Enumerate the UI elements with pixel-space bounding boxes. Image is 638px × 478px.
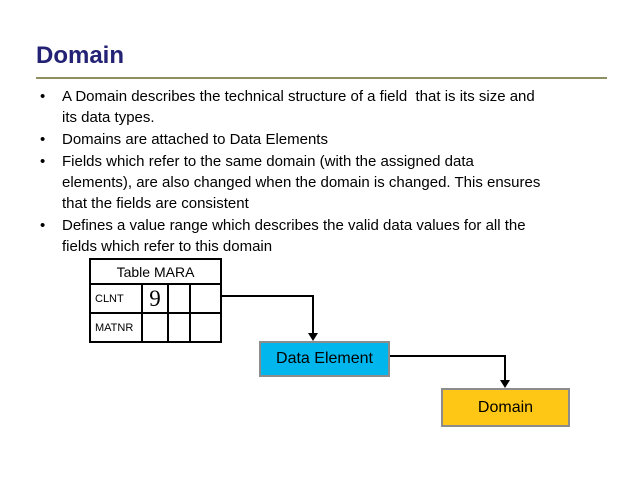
connector-dataelement-to-domain-horizontal <box>390 355 506 357</box>
table-row: MATNR <box>89 312 222 343</box>
table-cell-clnt-length: 9 <box>141 283 169 314</box>
domain-label: Domain <box>477 398 534 416</box>
table-cell-field-clnt: CLNT <box>89 283 143 314</box>
table-cell-empty <box>189 283 222 314</box>
domain-box: Domain <box>441 388 570 427</box>
bullet-item: • Defines a value range which describes … <box>36 215 614 257</box>
bullet-marker-icon: • <box>40 131 46 148</box>
arrowhead-down-icon <box>308 333 318 341</box>
mara-table: Table MARA CLNT 9 MATNR <box>89 258 222 343</box>
table-title: Table MARA <box>89 258 222 285</box>
table-cell-field-matnr: MATNR <box>89 312 143 343</box>
connector-dataelement-to-domain-vertical <box>504 355 506 381</box>
bullet-item: • Domains are attached to Data Elements <box>36 129 614 150</box>
bullet-list: • A Domain describes the technical struc… <box>36 86 614 258</box>
title-underline <box>36 77 607 79</box>
bullet-text: Defines a value range which describes th… <box>62 217 526 255</box>
data-element-label: Data Element <box>276 350 373 367</box>
data-element-box: Data Element <box>259 341 390 377</box>
bullet-text: Domains are attached to Data Elements <box>62 131 328 148</box>
table-header-row: Table MARA <box>89 258 222 285</box>
table-cell-empty <box>189 312 222 343</box>
table-cell-empty <box>141 312 169 343</box>
bullet-text: Fields which refer to the same domain (w… <box>62 153 541 212</box>
bullet-marker-icon: • <box>40 88 46 105</box>
bullet-item: • Fields which refer to the same domain … <box>36 151 614 214</box>
bullet-marker-icon: • <box>40 153 46 170</box>
connector-table-to-dataelement-horizontal <box>220 295 314 297</box>
page-title: Domain <box>36 42 125 69</box>
table-row: CLNT 9 <box>89 283 222 314</box>
connector-table-to-dataelement-vertical <box>312 295 314 334</box>
bullet-item: • A Domain describes the technical struc… <box>36 86 614 128</box>
bullet-text: A Domain describes the technical structu… <box>62 88 535 126</box>
table-cell-empty <box>167 312 191 343</box>
bullet-marker-icon: • <box>40 217 46 234</box>
table-cell-empty <box>167 283 191 314</box>
arrowhead-down-icon <box>500 380 510 388</box>
